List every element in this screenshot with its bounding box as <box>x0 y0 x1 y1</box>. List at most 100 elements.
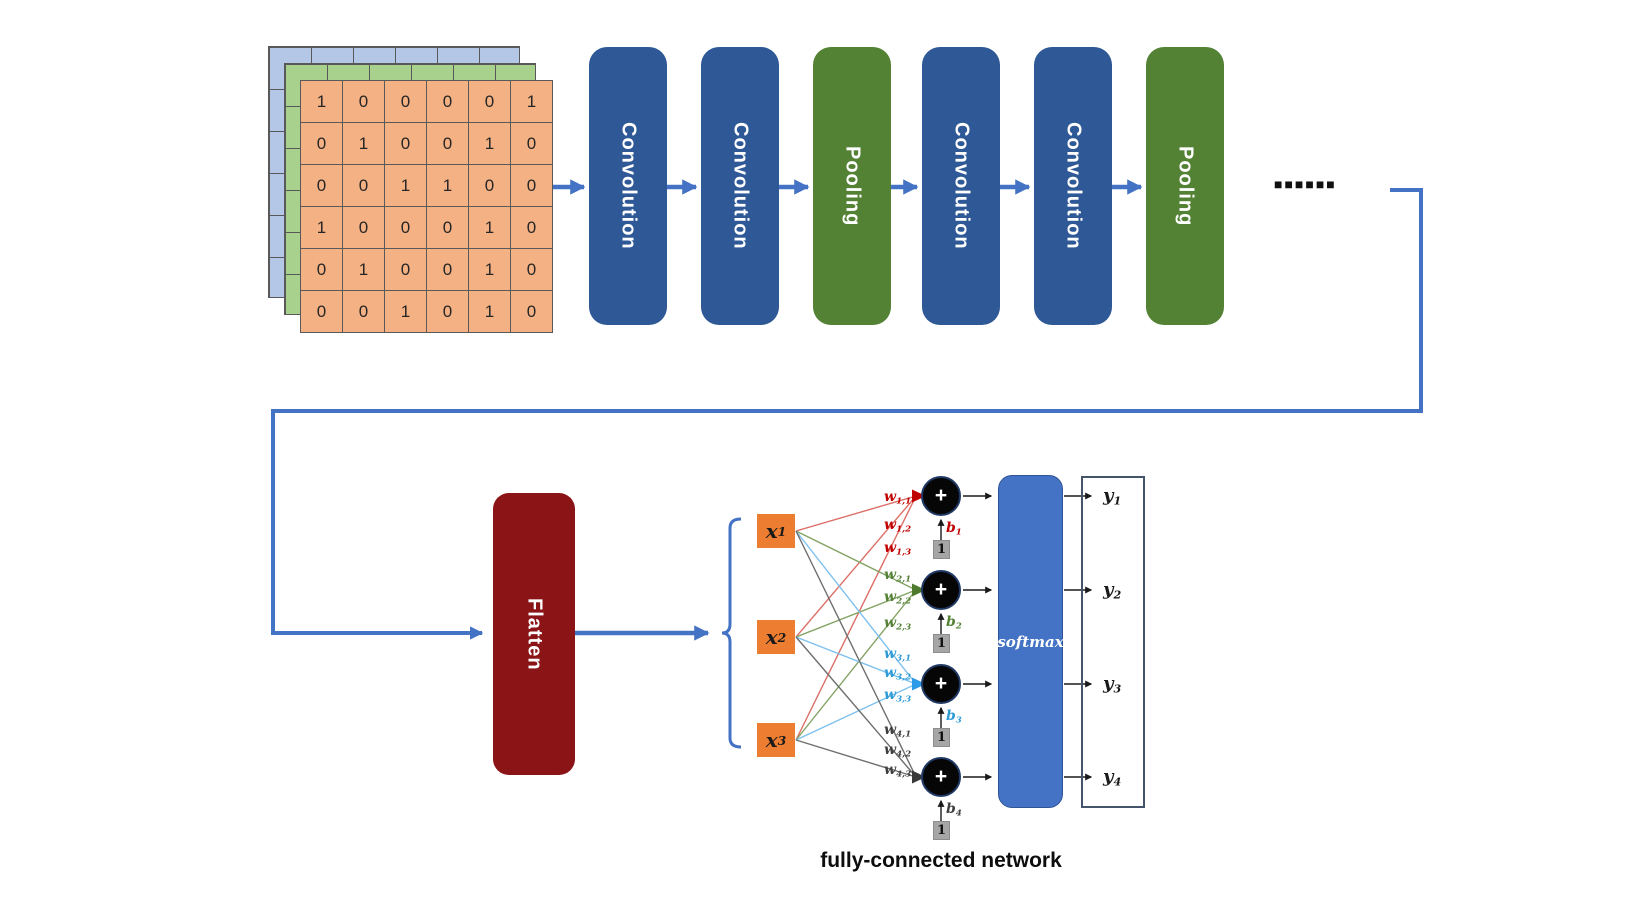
grid-cell: 0 <box>427 291 469 333</box>
bias-input-one-2: 1 <box>933 634 950 653</box>
bias-label-b4: b4 <box>946 801 962 819</box>
grid-cell: 0 <box>385 207 427 249</box>
grid-cell: 1 <box>427 165 469 207</box>
grid-cell: 0 <box>301 165 343 207</box>
block-label: Convolution <box>729 122 752 250</box>
block-convolution-4: Convolution <box>1034 47 1112 325</box>
grid-cell: 1 <box>385 291 427 333</box>
line-x2-n4 <box>795 636 917 778</box>
bias-input-one-1: 1 <box>933 540 950 559</box>
grid-cell: 0 <box>343 81 385 123</box>
grid-cell: 0 <box>385 81 427 123</box>
grid-cell: 0 <box>385 123 427 165</box>
line-x2-n3 <box>795 636 917 685</box>
weight-label-w43: w4,3 <box>884 762 912 780</box>
softmax-label: softmax <box>997 632 1064 651</box>
grid-cell: 1 <box>469 123 511 165</box>
grid-cell: 0 <box>511 165 553 207</box>
arrowhead-n4 <box>912 770 926 784</box>
block-label: Pooling <box>841 145 864 227</box>
softmax-block: softmax <box>997 475 1064 808</box>
block-label: Flatten <box>523 597 546 671</box>
neuron-sum-4: + <box>921 757 961 797</box>
arrowhead-n1 <box>912 489 926 503</box>
weight-label-w31: w3,1 <box>884 646 912 664</box>
line-x3-n3 <box>795 683 917 741</box>
grid-cell: 0 <box>511 249 553 291</box>
input-label: x <box>765 519 778 543</box>
line-x3-n1 <box>795 495 917 741</box>
ellipsis-dots: ■■■■■■ <box>1274 176 1337 192</box>
grid-cell: 0 <box>469 81 511 123</box>
plus-icon: + <box>934 484 948 507</box>
bias-input-one-4: 1 <box>933 821 950 840</box>
grid-cell: 0 <box>511 207 553 249</box>
grid-cell: 0 <box>385 249 427 291</box>
block-label: Convolution <box>950 122 973 250</box>
neuron-to-softmax-arrows <box>963 492 993 781</box>
grid-cell: 1 <box>385 165 427 207</box>
grid-cell: 0 <box>343 207 385 249</box>
fc-network-caption: fully-connected network <box>820 849 1062 872</box>
grid-cell: 0 <box>427 81 469 123</box>
plus-icon: + <box>934 765 948 788</box>
elbow-connector-to-flatten <box>271 188 1423 640</box>
fc-connection-lines <box>795 495 917 778</box>
input-label-sub: 2 <box>777 629 787 645</box>
line-x3-n4 <box>795 739 917 778</box>
grid-cell: 0 <box>343 165 385 207</box>
weight-label-w13: w1,3 <box>884 540 912 558</box>
grid-cell: 1 <box>301 81 343 123</box>
neuron-sum-1: + <box>921 476 961 516</box>
weight-label-w32: w3,2 <box>884 665 912 683</box>
neuron-sum-3: + <box>921 664 961 704</box>
grid-cell: 1 <box>343 249 385 291</box>
grid-cell: 1 <box>301 207 343 249</box>
line-x1-n1 <box>795 495 917 532</box>
grid-cell: 0 <box>301 123 343 165</box>
weight-label-w41: w4,1 <box>884 722 912 740</box>
output-label-y4: y4 <box>1103 766 1122 789</box>
weight-label-w22: w2,2 <box>884 589 912 607</box>
arrowhead-n2 <box>912 583 926 597</box>
line-x1-n2 <box>795 530 917 591</box>
grid-cell: 0 <box>301 291 343 333</box>
bias-label-b2: b2 <box>946 614 962 632</box>
plus-icon: + <box>934 578 948 601</box>
output-box <box>1081 476 1145 808</box>
neuron-sum-2: + <box>921 570 961 610</box>
grid-cell: 1 <box>343 123 385 165</box>
block-flatten: Flatten <box>493 493 575 775</box>
output-label-y1: y1 <box>1103 485 1122 508</box>
block-label: Convolution <box>1062 122 1085 250</box>
grid-cell: 0 <box>427 207 469 249</box>
weight-label-w12: w1,2 <box>884 517 912 535</box>
output-label-y3: y3 <box>1103 673 1122 696</box>
block-convolution-3: Convolution <box>922 47 1000 325</box>
block-pooling-2: Pooling <box>1146 47 1224 325</box>
input-label-sub: 1 <box>777 523 787 539</box>
weight-label-w33: w3,3 <box>884 687 912 705</box>
arrowhead-n3 <box>912 677 926 691</box>
line-x2-n1 <box>795 495 917 638</box>
grid-cell: 1 <box>469 207 511 249</box>
grid-cell: 0 <box>469 165 511 207</box>
grid-cell: 0 <box>301 249 343 291</box>
grid-cell: 0 <box>427 249 469 291</box>
input-label: x <box>765 625 778 649</box>
input-label: x <box>765 728 778 752</box>
grid-cell: 1 <box>511 81 553 123</box>
weight-label-w42: w4,2 <box>884 742 912 760</box>
weight-label-w11: w1,1 <box>884 489 912 507</box>
line-x1-n3 <box>795 530 917 685</box>
grid-cell: 1 <box>469 249 511 291</box>
input-label-sub: 3 <box>777 732 787 748</box>
block-label: Convolution <box>617 122 640 250</box>
grid-cell: 0 <box>511 291 553 333</box>
grid-cell: 0 <box>343 291 385 333</box>
line-x1-n4 <box>795 530 917 778</box>
weight-label-w23: w2,3 <box>884 615 912 633</box>
